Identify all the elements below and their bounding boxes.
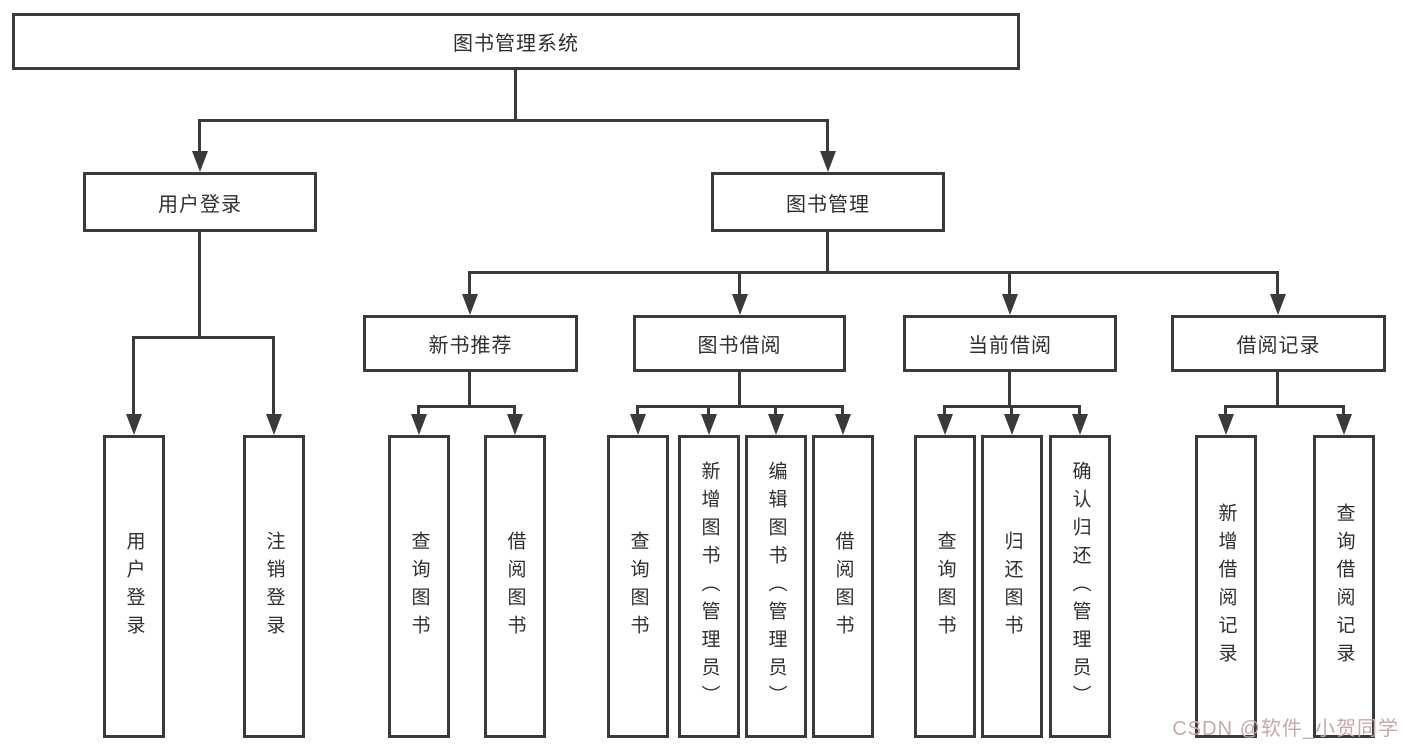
arrow-down-icon: [462, 294, 478, 315]
connector-line: [707, 405, 710, 417]
node-label: 图书借阅: [697, 335, 782, 357]
leaf-label: 查询图书: [934, 530, 956, 643]
connector-line: [417, 405, 516, 408]
leaf-label: 用户登录: [123, 530, 145, 643]
arrow-down-icon: [126, 414, 142, 435]
connector-line: [468, 271, 1279, 274]
leaf-return-books: 归还图书: [981, 435, 1043, 738]
node-library-management-system: 图书管理系统: [12, 13, 1020, 70]
arrow-down-icon: [507, 414, 523, 435]
connector-line: [841, 405, 844, 417]
connector-line: [468, 271, 471, 296]
arrow-down-icon: [1004, 414, 1020, 435]
arrow-down-icon: [732, 294, 748, 315]
leaf-user-login: 用户登录: [103, 435, 165, 738]
node-label: 图书管理系统: [453, 33, 579, 55]
node-label: 借阅记录: [1236, 335, 1321, 357]
arrow-down-icon: [411, 414, 427, 435]
leaf-label: 新增借阅记录: [1215, 502, 1237, 671]
arrow-down-icon: [701, 414, 717, 435]
connector-line: [132, 336, 135, 416]
arrow-down-icon: [1336, 414, 1352, 435]
connector-line: [1224, 405, 1227, 417]
leaf-query-books: 查询图书: [607, 435, 669, 738]
node-new-book-recommend: 新书推荐: [363, 315, 578, 372]
connector-line: [826, 232, 829, 272]
arrow-down-icon: [1218, 414, 1234, 435]
connector-line: [738, 271, 741, 296]
node-current-borrow: 当前借阅: [903, 315, 1117, 372]
connector-line: [1276, 271, 1279, 296]
connector-line: [198, 232, 201, 337]
leaf-label: 借阅图书: [832, 530, 854, 643]
leaf-label: 借阅图书: [504, 530, 526, 643]
arrow-down-icon: [192, 151, 208, 172]
arrow-down-icon: [1072, 414, 1088, 435]
connector-line: [198, 119, 829, 122]
arrow-down-icon: [835, 414, 851, 435]
arrow-down-icon: [630, 414, 646, 435]
leaf-confirm-return-admin: 确认归还（管理员）: [1049, 435, 1111, 738]
connector-line: [636, 405, 844, 408]
leaf-label: 查询借阅记录: [1333, 502, 1355, 671]
arrow-down-icon: [266, 414, 282, 435]
node-label: 当前借阅: [968, 335, 1052, 357]
connector-line: [826, 119, 829, 154]
connector-line: [1008, 271, 1011, 296]
connector-line: [1078, 405, 1081, 417]
connector-line: [468, 372, 471, 407]
arrow-down-icon: [1002, 294, 1018, 315]
arrow-down-icon: [820, 151, 836, 172]
leaf-label: 查询图书: [627, 530, 649, 643]
arrow-down-icon: [768, 414, 784, 435]
connector-line: [1276, 372, 1279, 407]
leaf-query-books: 查询图书: [914, 435, 976, 738]
connector-line: [1010, 405, 1013, 417]
node-book-borrow: 图书借阅: [633, 315, 846, 372]
csdn-watermark: CSDN @软件_小贺同学: [1172, 718, 1399, 740]
leaf-borrow-books: 借阅图书: [812, 435, 874, 738]
leaf-edit-books-admin: 编辑图书（管理员）: [745, 435, 807, 738]
connector-line: [272, 336, 275, 416]
connector-line: [1008, 372, 1011, 407]
leaf-label: 确认归还（管理员）: [1069, 460, 1091, 713]
leaf-label: 查询图书: [408, 530, 430, 643]
node-label: 用户登录: [158, 193, 242, 216]
leaf-add-borrow-record: 新增借阅记录: [1195, 435, 1257, 738]
connector-line: [738, 372, 741, 407]
leaf-label: 新增图书（管理员）: [698, 460, 720, 713]
leaf-borrow-books: 借阅图书: [484, 435, 546, 738]
leaf-query-borrow-record: 查询借阅记录: [1313, 435, 1375, 738]
leaf-query-books: 查询图书: [388, 435, 450, 738]
connector-line: [636, 405, 639, 417]
connector-line: [1224, 405, 1345, 408]
connector-line: [132, 336, 275, 339]
node-user-login: 用户登录: [83, 172, 317, 232]
leaf-label: 注销登录: [263, 530, 285, 643]
connector-line: [198, 119, 201, 154]
connector-line: [774, 405, 777, 417]
leaf-label: 编辑图书（管理员）: [765, 460, 787, 713]
leaf-logout: 注销登录: [243, 435, 305, 738]
node-book-management: 图书管理: [711, 172, 945, 232]
arrow-down-icon: [937, 414, 953, 435]
connector-line: [514, 70, 517, 120]
connector-line: [943, 405, 946, 417]
connector-line: [417, 405, 420, 417]
connector-line: [1342, 405, 1345, 417]
leaf-label: 归还图书: [1001, 530, 1023, 643]
node-label: 新书推荐: [428, 335, 513, 357]
node-label: 图书管理: [786, 193, 870, 216]
arrow-down-icon: [1270, 294, 1286, 315]
leaf-add-books-admin: 新增图书（管理员）: [678, 435, 740, 738]
connector-line: [513, 405, 516, 417]
node-borrow-records: 借阅记录: [1171, 315, 1386, 372]
